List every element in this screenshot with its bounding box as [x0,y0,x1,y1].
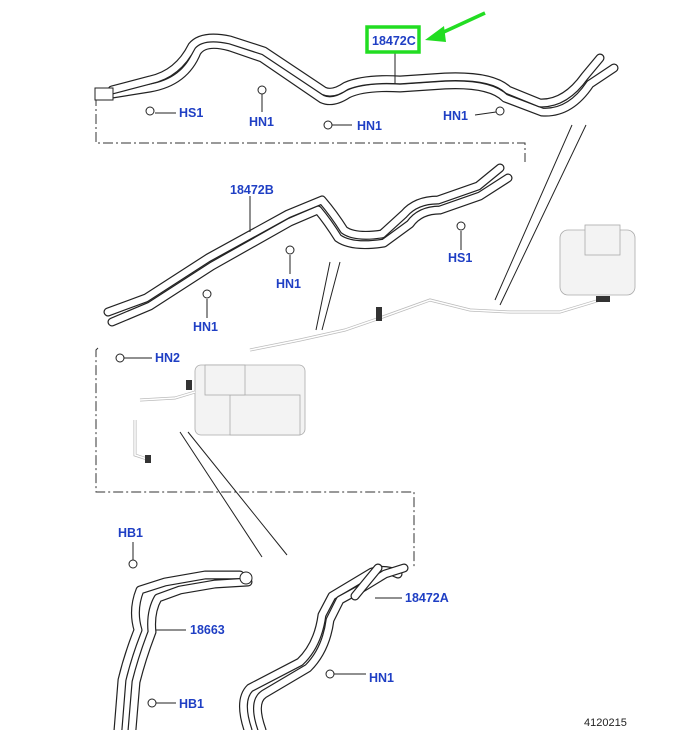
fastener-label-hn1[interactable]: HN1 [193,320,218,334]
highlight-arrow-icon [425,11,486,42]
hose-18472b [103,163,513,327]
fastener-icons [115,85,505,708]
part-label-18663[interactable]: 18663 [190,623,225,637]
view-pointer-lines [179,124,587,558]
fastener-label-hn2[interactable]: HN2 [155,351,180,365]
fastener-label-hn1[interactable]: HN1 [249,115,274,129]
part-label-18472b[interactable]: 18472B [230,183,274,197]
fastener-label-hs1[interactable]: HS1 [179,106,203,120]
fastener-label-hb1[interactable]: HB1 [179,697,204,711]
fastener-label-hs1[interactable]: HS1 [448,251,472,265]
group-line-top [95,96,526,162]
hose-18472a [239,563,409,730]
reference-number: 4120215 [584,717,627,729]
group-line-middle [95,347,415,568]
fastener-label-hn1[interactable]: HN1 [369,671,394,685]
hose-18663 [113,570,253,730]
hvac-unit-front [133,364,306,463]
fastener-label-hn1[interactable]: HN1 [443,109,468,123]
leader-lines [124,52,497,704]
part-label-18472a[interactable]: 18472A [405,591,449,605]
fastener-label-hb1[interactable]: HB1 [118,526,143,540]
part-label-18472c[interactable]: 18472C [372,34,416,48]
hose-18472c [94,33,619,117]
fastener-label-hn1[interactable]: HN1 [357,119,382,133]
part-highlight-box [365,25,421,54]
hvac-unit-rear [249,224,636,352]
fastener-label-hn1[interactable]: HN1 [276,277,301,291]
